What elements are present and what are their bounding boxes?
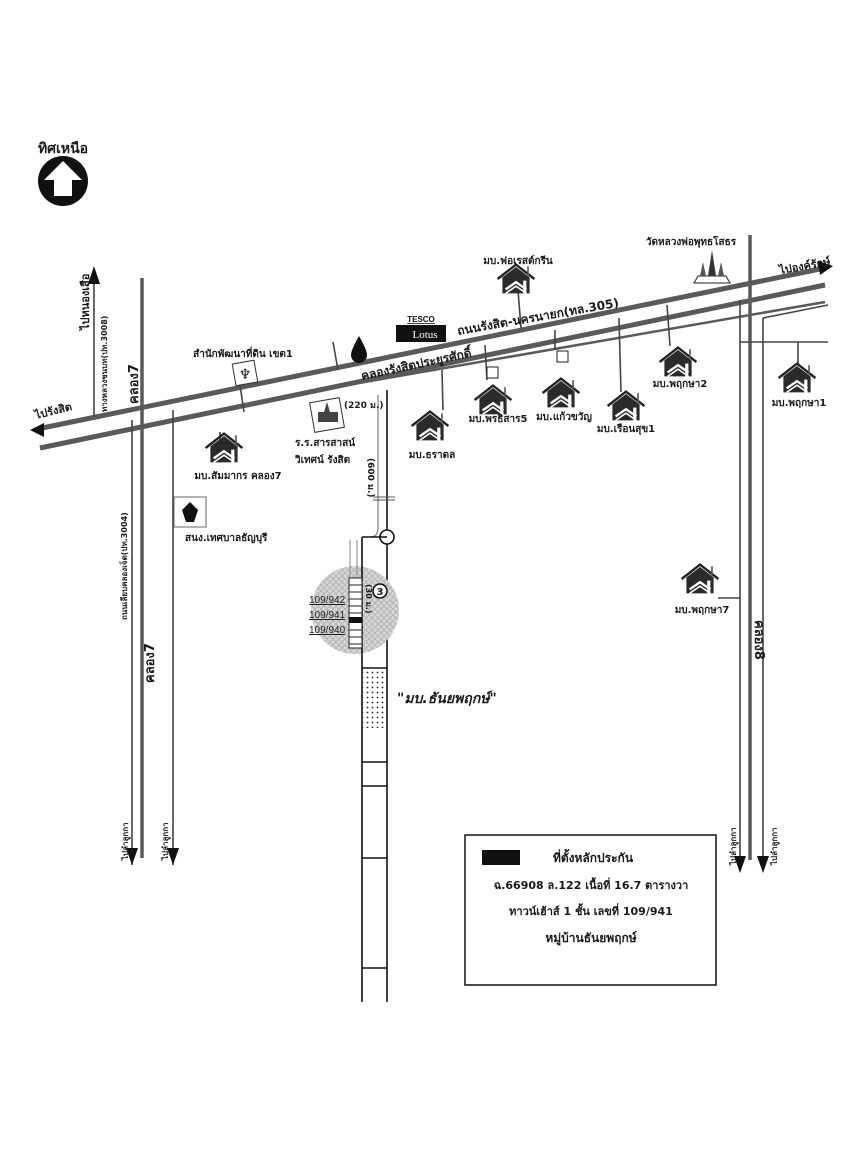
house-icon	[606, 390, 646, 422]
distance-220-label: (220 ม.)	[344, 401, 384, 411]
khlong7-bottom-label: คลอง7	[143, 643, 158, 683]
legend-line1: ฉ.66908 ล.122 เนื้อที่ 16.7 ตารางวา	[494, 877, 689, 892]
legend-line2: ทาวน์เฮ้าส์ 1 ชั้น เลขที่ 109/941	[509, 903, 673, 918]
house-icon	[777, 362, 817, 394]
soi-number-marker	[372, 583, 388, 599]
khlong7-top-label: คลอง7	[127, 364, 142, 404]
emblem-icon	[231, 359, 259, 387]
to-lamlukka-label-4: ไปลำลูกกา	[769, 827, 780, 866]
khlong8-label: คลอง8	[751, 620, 766, 660]
compass-label: ทิศเหนือ	[38, 141, 88, 157]
plot-942-label: 109/942	[309, 595, 346, 606]
townhouse-row	[348, 577, 363, 649]
house-icon	[473, 384, 513, 416]
store-icon	[556, 350, 569, 363]
school-label-line2: วิเทศน์ รังสิต	[295, 454, 351, 466]
rural-road-3008-label: ทางหลวงชนบท(ปท.3008)	[100, 316, 109, 412]
village-label: มบ.ธราดล	[409, 450, 455, 461]
arrow-right-icon	[818, 261, 833, 275]
house-icon	[658, 346, 698, 378]
legend-swatch	[482, 850, 520, 865]
to-nongsua-label: ไปหนองเสือ	[78, 274, 92, 332]
gas-station-icon	[351, 336, 367, 363]
temple-label: วัดหลวงพ่อพุทธโสธร	[646, 235, 737, 248]
house-icon	[496, 263, 536, 295]
plot-940-label: 109/940	[309, 625, 346, 636]
village-label: มบ.เรือนสุข1	[597, 423, 655, 435]
road-3004-label: ถนนเลียบคลองเจ็ด(ปท.3004)	[118, 512, 129, 620]
land-dev-office-label: สำนักพัฒนาที่ดิน เขต1	[193, 346, 293, 360]
tesco-lotus-logo	[396, 325, 446, 342]
svg-text:♆: ♆	[239, 367, 252, 383]
legend-line3: หมู่บ้านธันยพฤกษ์	[545, 931, 637, 946]
village-label: มบ.พฤกษา1	[772, 398, 827, 409]
distance-600-label: (600 ม.)	[365, 458, 375, 498]
village-label: มบ.สัมมากร คลอง7	[194, 470, 281, 482]
store-icon	[486, 366, 499, 379]
legend-title: ที่ตั้งหลักประกัน	[553, 848, 634, 865]
to-lamlukka-label-3: ไปลำลูกกา	[728, 827, 739, 866]
house-icon	[680, 563, 720, 595]
main-road	[39, 265, 826, 451]
to-lamlukka-label-1: ไปลำลูกกา	[120, 822, 131, 861]
plot-941-label: 109/941	[309, 610, 346, 621]
village-label: มบ.พฤกษา7	[675, 605, 730, 616]
house-icon	[541, 377, 581, 409]
house-icon	[204, 432, 244, 464]
village-label: มบ.พรธิสาร5	[469, 413, 528, 425]
north-arrow-icon	[38, 156, 88, 206]
village-name-label: "มบ.ธันยพฤกษ์"	[397, 690, 497, 707]
village-label: มบ.พฤกษา2	[653, 379, 708, 390]
soi-number: 3	[377, 587, 384, 598]
tesco-label: TESCO	[407, 315, 435, 324]
house-icon	[410, 410, 450, 442]
distance-30-label: (30 ม.)	[364, 584, 373, 614]
school-label-line1: ร.ร.สารสาสน์	[295, 437, 355, 449]
arrow-left-icon	[30, 423, 44, 437]
village-label: มบ.แก้วขวัญ	[536, 411, 592, 423]
municipality-label: สนง.เทศบาลธัญบุรี	[185, 532, 268, 544]
to-rangsit-label: ไปรังสิต	[31, 399, 73, 422]
collateral-plot-marker	[349, 617, 362, 623]
village-label: มบ.ฟอเรสต์กรีน	[483, 255, 553, 267]
to-lamlukka-label-2: ไปลำลูกกา	[160, 822, 171, 861]
temple-icon	[693, 250, 731, 284]
lotus-label: Lotus	[412, 329, 437, 341]
